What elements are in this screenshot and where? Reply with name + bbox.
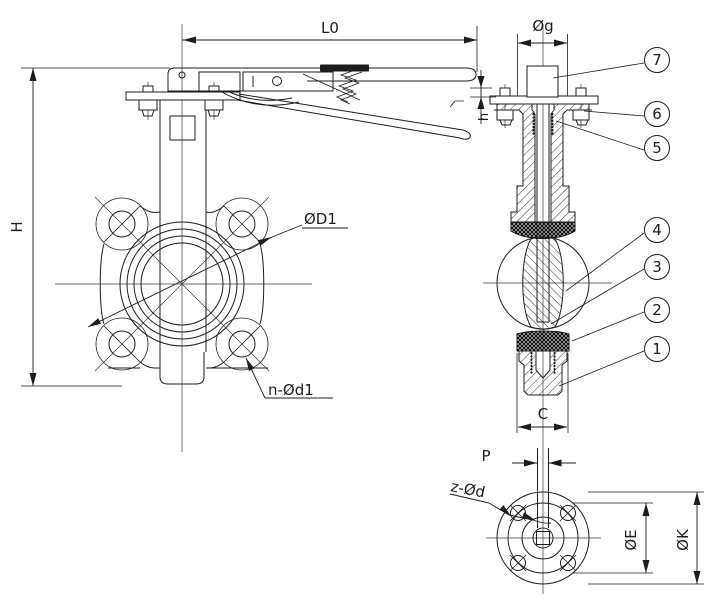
flange-bolt-holes	[509, 504, 577, 572]
dimension-D1: ØD1	[87, 210, 348, 328]
handle-grip	[320, 64, 369, 72]
disc-section	[522, 236, 564, 330]
trigger-spring	[335, 68, 359, 103]
dim-label-K: ØK	[674, 528, 692, 551]
part-callouts: 7 6 5 4 3 2 1	[550, 47, 670, 387]
neck-pad	[169, 115, 196, 141]
svg-text:5: 5	[652, 139, 662, 157]
callout-1: 1	[558, 336, 670, 387]
dimension-C: C	[516, 353, 569, 433]
stem-square	[536, 531, 550, 545]
dim-label-H: H	[8, 221, 26, 232]
dim-label-C: C	[538, 405, 548, 423]
svg-text:2: 2	[652, 301, 662, 319]
plate-bolt-left	[134, 85, 162, 117]
ratchet-quadrant	[219, 90, 300, 106]
dimension-g: Øg	[517, 17, 568, 96]
side-bolt-left	[494, 87, 516, 126]
callout-2: 2	[571, 297, 670, 342]
dim-label-L0: L0	[321, 19, 339, 37]
dimension-K: ØK	[588, 491, 704, 585]
side-bolt-right	[570, 87, 592, 126]
callout-3: 3	[550, 254, 670, 325]
dimension-zd: z-Ød	[449, 477, 552, 524]
svg-text:7: 7	[652, 51, 662, 69]
dim-label-nd1: n-Ød1	[268, 381, 314, 399]
bolt-boss-top-right	[215, 197, 269, 251]
upper-seal	[510, 221, 576, 239]
dim-label-D1: ØD1	[304, 210, 337, 228]
pivot-hole	[272, 76, 282, 86]
svg-text:4: 4	[652, 221, 662, 239]
dimension-h: h	[449, 70, 496, 124]
bolt-boss-bottom-right	[215, 317, 269, 371]
dimension-E: ØE	[572, 502, 653, 574]
dim-label-zd: z-Ød	[449, 477, 486, 501]
bolt-boss-bottom-left	[95, 317, 149, 371]
dimension-H: H	[8, 67, 170, 387]
neck-section-left	[496, 103, 536, 223]
dimension-L0: L0	[182, 19, 478, 72]
dim-label-h: h	[477, 113, 492, 121]
dim-label-P: P	[481, 447, 490, 465]
svg-text:1: 1	[652, 340, 662, 358]
svg-text:3: 3	[652, 258, 662, 276]
callout-5: 5	[555, 120, 670, 161]
svg-text:6: 6	[652, 105, 662, 123]
stem-cap	[526, 65, 559, 98]
stem-bore	[532, 527, 554, 549]
valve-body-front	[95, 100, 269, 385]
lever-handle-assembly	[167, 64, 477, 140]
dimension-P: P	[481, 447, 576, 467]
trigger-lever	[236, 93, 471, 140]
bottom-foot	[159, 352, 205, 385]
callout-6: 6	[583, 101, 670, 127]
dim-label-E: ØE	[622, 529, 640, 550]
lower-seal	[516, 330, 570, 352]
handle-bar	[167, 67, 477, 92]
side-section-view	[489, 65, 599, 396]
bottom-flange-view	[496, 448, 590, 585]
neck-section-right	[550, 103, 590, 223]
plate-bolt-right	[200, 85, 228, 117]
callout-7: 7	[552, 47, 670, 79]
handle-hole	[178, 71, 186, 79]
dimension-nd1: n-Ød1	[245, 357, 333, 399]
front-view	[95, 64, 477, 385]
bolt-boss-top-left	[95, 197, 149, 251]
mounting-plate-front	[125, 85, 241, 117]
dim-label-g: Øg	[532, 17, 553, 35]
callout-4: 4	[565, 217, 670, 292]
